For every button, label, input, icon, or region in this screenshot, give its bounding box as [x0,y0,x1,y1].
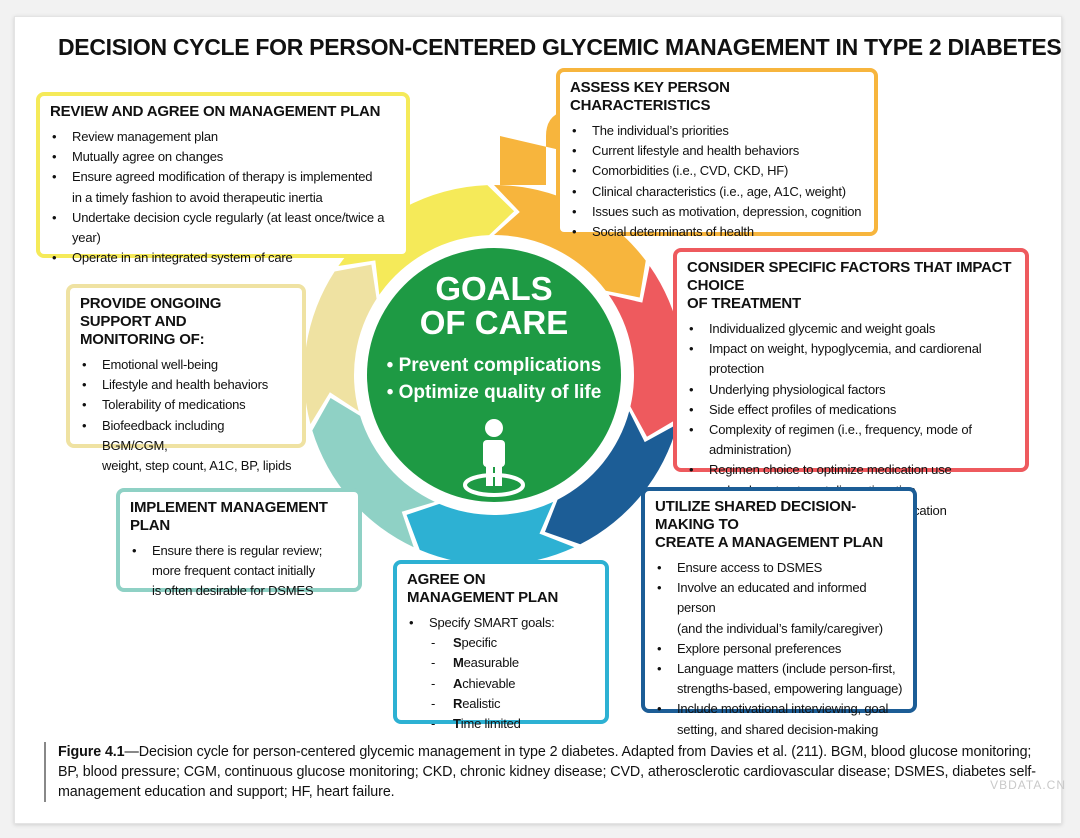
smart-item-measurable: Measurable [407,653,595,673]
list-item-continued: (and the individual’s family/caregiver) [677,620,883,636]
list-item-continued: is often desirable for DSMES [152,583,314,599]
list-item: Mutually agree on changes [50,147,396,167]
list-item: Ensure access to DSMES [655,558,903,578]
list-item: Current lifestyle and health behaviors [570,141,864,161]
person-on-target-icon [463,419,525,497]
caption-text: —Decision cycle for person-centered glyc… [58,744,1036,800]
smart-letter: R [453,695,463,711]
list-item: The individual’s priorities [570,121,864,141]
utilize-box: UTILIZE SHARED DECISION-MAKING TO CREATE… [641,487,917,737]
consider-box: CONSIDER SPECIFIC FACTORS THAT IMPACT CH… [673,248,1029,521]
support-heading-line2: MONITORING OF: [80,331,205,348]
goals-bullets: • Prevent complications • Optimize quali… [384,352,604,406]
list-item-continued: in a timely fashion to avoid therapeutic… [72,189,323,205]
list-item-continued: strengths-based, empowering language) [677,681,903,697]
list-item: Underlying physiological factors [687,380,1015,400]
figure-caption: Figure 4.1—Decision cycle for person-cen… [44,742,1048,802]
consider-arrow [608,266,685,437]
list-item: Individualized glycemic and weight goals [687,319,1015,339]
consider-heading: CONSIDER SPECIFIC FACTORS THAT IMPACT CH… [687,259,1015,313]
smart-item-time-limited: Time limited [407,714,595,734]
support-heading-line1: PROVIDE ONGOING SUPPORT AND [80,295,222,330]
implement-box: IMPLEMENT MANAGEMENT PLAN Ensure there i… [116,488,362,598]
agree-heading: AGREE ON MANAGEMENT PLAN [407,571,559,606]
smart-word: easurable [463,655,520,671]
list-item: Ensure there is regular review; [130,541,348,561]
list-item: Clinical characteristics (i.e., age, A1C… [570,182,864,202]
utilize-arrow [544,411,678,545]
smart-letter: T [453,716,461,732]
list-item: Ensure agreed modification of therapy is… [50,167,396,187]
goals-heading: GOALS OF CARE [394,272,594,340]
list-item: Explore personal preferences [655,639,903,659]
utilize-heading-line2: CREATE A MANAGEMENT PLAN [655,534,883,551]
agree-arrow [406,501,575,565]
smart-letter: A [453,675,463,691]
agree-box: AGREE ON MANAGEMENT PLAN Specify SMART g… [393,560,609,734]
smart-item-realistic: Realistic [407,694,595,714]
list-item-continued: setting, and shared decision-making [677,721,879,737]
utilize-heading-line1: UTILIZE SHARED DECISION-MAKING TO [655,498,857,533]
smart-item-specific: Specific [407,633,595,653]
list-item: Impact on weight, hypoglycemia, and card… [687,339,1015,379]
review-box: REVIEW AND AGREE ON MANAGEMENT PLAN Revi… [36,92,410,269]
review-heading: REVIEW AND AGREE ON MANAGEMENT PLAN [50,103,381,120]
list-item: Regimen choice to optimize medication us… [687,460,1015,480]
list-item-continued: more frequent contact initially [152,563,315,579]
list-item: Undertake decision cycle regularly (at l… [50,208,396,248]
smart-word: ime limited [460,716,521,732]
list-item: Social determinants of health [570,222,864,242]
smart-word: ealistic [462,695,501,711]
support-arrow [303,264,377,425]
list-item: Operate in an integrated system of care [50,248,396,268]
list-item: Involve an educated and informed person [655,578,903,618]
figure-title: DECISION CYCLE FOR PERSON-CENTERED GLYCE… [58,34,1062,60]
list-item: Emotional well-being [80,355,292,375]
goal-optimize-quality: • Optimize quality of life [386,382,602,403]
list-item: Biofeedback including BGM/CGM, [80,416,292,456]
support-heading: PROVIDE ONGOING SUPPORT AND MONITORING O… [80,295,292,349]
smart-word: pecific [461,635,497,651]
implement-heading: IMPLEMENT MANAGEMENT PLAN [130,499,328,534]
assess-heading: ASSESS KEY PERSON CHARACTERISTICS [570,79,730,114]
goals-heading-line1: GOALS [435,270,553,307]
assess-box: ASSESS KEY PERSON CHARACTERISTICS The in… [556,68,878,242]
list-item: Include motivational interviewing, goal [655,699,903,719]
watermark: VBDATA.CN [990,778,1066,792]
list-item: Complexity of regimen (i.e., frequency, … [687,420,1015,460]
goals-heading-line2: OF CARE [419,304,569,341]
list-item: Issues such as motivation, depression, c… [570,202,864,222]
list-item: Specify SMART goals: [407,613,595,633]
smart-word: chievable [462,675,516,691]
list-item: Side effect profiles of medications [687,400,1015,420]
list-item: Tolerability of medications [80,395,292,415]
list-item: Language matters (include person-first, [655,659,903,679]
list-item: Lifestyle and health behaviors [80,375,292,395]
smart-letter: S [453,635,462,651]
caption-label: Figure 4.1 [58,744,125,760]
smart-item-achievable: Achievable [407,674,595,694]
utilize-heading: UTILIZE SHARED DECISION-MAKING TO CREATE… [655,498,903,552]
consider-heading-line1: CONSIDER SPECIFIC FACTORS THAT IMPACT CH… [687,259,1012,294]
goals-circle [367,248,621,502]
list-item-continued: weight, step count, A1C, BP, lipids [102,458,292,474]
list-item: Comorbidities (i.e., CVD, CKD, HF) [570,161,864,181]
implement-arrow [312,397,435,548]
consider-heading-line2: OF TREATMENT [687,295,801,312]
goal-prevent-complications: • Prevent complications [386,355,602,376]
support-box: PROVIDE ONGOING SUPPORT AND MONITORING O… [66,284,306,473]
list-item: Review management plan [50,127,396,147]
smart-letter: M [453,655,464,671]
